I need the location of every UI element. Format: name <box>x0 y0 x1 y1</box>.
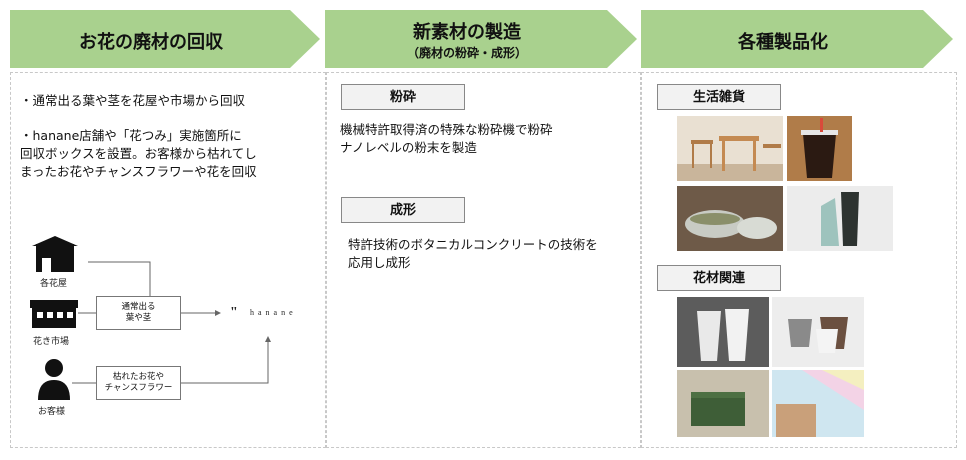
customer-icon <box>38 359 70 400</box>
paper-sheets-image <box>772 370 864 437</box>
pots-image <box>772 297 864 367</box>
source-label-customer: お客様 <box>38 407 66 417</box>
collect-bullet-2-line-1: ・hanane店舗や「花つみ」実施箇所に <box>20 128 242 143</box>
bowls-image <box>677 186 783 251</box>
flow-box-regular-line-1: 通常出る <box>121 302 156 312</box>
flow-box-regular: 通常出る 葉や茎 <box>96 296 181 330</box>
step-crush-line-2: ナノレベルの粉末を製造 <box>340 140 477 155</box>
hanane-logo: hanane <box>250 308 297 317</box>
photo-bowls <box>677 186 783 251</box>
column-products <box>641 72 957 448</box>
tall-vases-image <box>677 297 769 367</box>
vases-image <box>787 186 893 251</box>
photo-pots <box>772 297 864 367</box>
source-label-shop: 各花屋 <box>40 279 68 289</box>
header-title-manufacture: 新素材の製造 <box>413 22 521 43</box>
step-mold-line-2: 応用し成形 <box>348 255 411 270</box>
category-label-daily-goods: 生活雑貨 <box>657 84 781 110</box>
flow-diagram: " <box>30 236 271 400</box>
flow-box-regular-line-2: 葉や茎 <box>125 313 152 323</box>
furniture-image <box>677 116 783 181</box>
svg-text:": " <box>230 305 238 320</box>
source-label-market: 花き市場 <box>33 337 70 347</box>
photo-foam-blocks <box>677 370 769 437</box>
photo-tall-vases <box>677 297 769 367</box>
market-icon <box>30 300 78 328</box>
collect-bullet-1: ・通常出る葉や茎を花屋や市場から回収 <box>20 93 246 108</box>
photo-paper-sheets <box>772 370 864 437</box>
collect-bullet-2-line-2: 回収ボックスを設置。お客様から枯れてし <box>20 146 257 161</box>
flow-box-withered-line-1: 枯れたお花や <box>112 372 164 382</box>
header-subtitle-manufacture: （廃材の粉砕・成形） <box>406 46 527 60</box>
column-collect <box>10 72 326 448</box>
collect-bullet-2-line-3: まったお花やチャンスフラワーや花を回収 <box>20 164 257 179</box>
step-mold-line-1: 特許技術のボタニカルコンクリートの技術を <box>348 237 598 252</box>
step-label-mold: 成形 <box>341 197 465 223</box>
photo-vases <box>787 186 893 251</box>
flow-box-withered: 枯れたお花や チャンスフラワー <box>96 366 181 400</box>
header-title-collect: お花の廃材の回収 <box>79 32 223 53</box>
photo-cup <box>787 116 852 181</box>
flow-box-withered-line-2: チャンスフラワー <box>104 383 173 393</box>
header-title-products: 各種製品化 <box>738 32 828 53</box>
category-label-floral-materials: 花材関連 <box>657 265 781 291</box>
step-crush-line-1: 機械特許取得済の特殊な粉砕機で粉砕 <box>340 122 553 137</box>
cup-image <box>787 116 852 181</box>
step-label-crush: 粉砕 <box>341 84 465 110</box>
header-arrow-manufacture: 新素材の製造 （廃材の粉砕・成形） <box>325 10 637 68</box>
shop-icon <box>32 236 78 272</box>
foam-blocks-image <box>677 370 769 437</box>
column-manufacture <box>326 72 641 448</box>
photo-furniture <box>677 116 783 181</box>
header-arrow-collect: お花の廃材の回収 <box>10 10 320 68</box>
header-arrow-products: 各種製品化 <box>641 10 953 68</box>
